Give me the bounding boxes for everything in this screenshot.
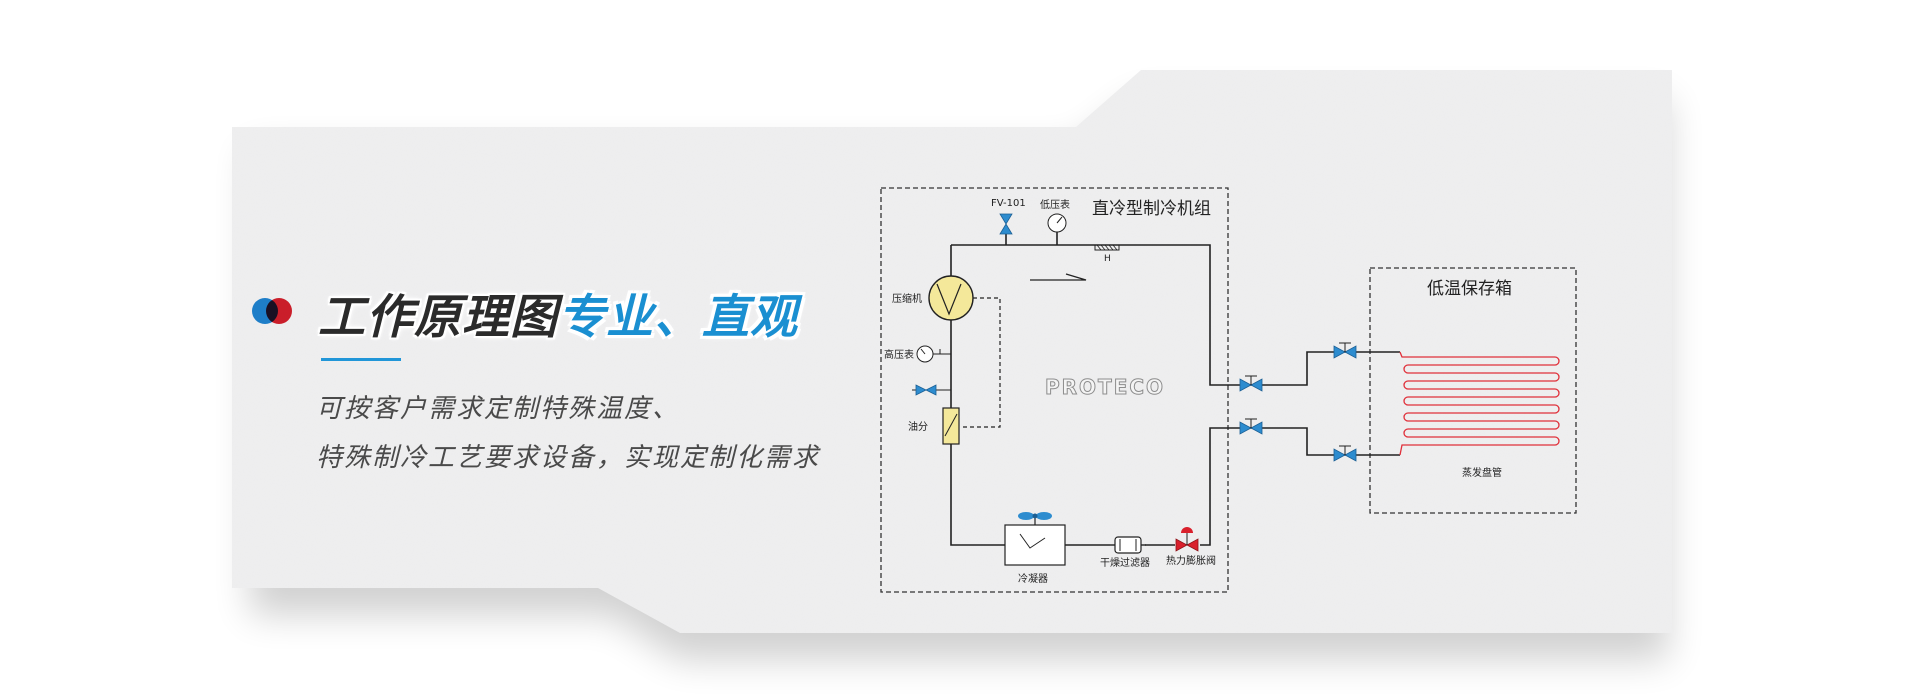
heading-red-dot-icon [266,298,292,324]
low-pressure-gauge-icon [1047,213,1067,233]
outlet-valve-upper-icon [1239,375,1263,392]
low-gauge-label: 低压表 [1040,198,1070,211]
high-pressure-gauge-icon [916,345,951,363]
flow-arrow [1030,273,1087,281]
box-inlet-valve-upper-icon [1333,342,1357,359]
brand-watermark: PROTECO [1045,375,1165,399]
evaporator-coil [1399,351,1560,456]
expansion-valve-label: 热力膨胀阀 [1166,554,1216,567]
title-blue-part: 专业、直观 [558,290,798,345]
fv-label: FV-101 [991,198,1026,209]
evaporator-label: 蒸发盘管 [1462,466,1502,479]
outlet-valve-lower-icon [1239,418,1263,435]
title-dark-part: 工作原理图 [318,290,558,345]
high-gauge-label: 高压表 [884,348,914,361]
description-line-2: 特殊制冷工艺要求设备，实现定制化需求 [316,443,821,473]
unit-boundary [880,187,1229,593]
compressor-icon [928,275,974,321]
expansion-valve-icon [1175,527,1199,552]
description-line-1: 可按客户需求定制特殊温度、 [316,394,681,424]
storage-box-title: 低温保存箱 [1427,279,1512,299]
dryer-filter-icon [1110,536,1146,554]
oil-separator-icon [942,407,960,445]
condenser-label: 冷凝器 [1018,572,1048,585]
condenser-icon [1004,512,1066,566]
storage-box-boundary [1369,267,1577,514]
unit-title: 直冷型制冷机组 [1092,199,1211,219]
dryer-label: 干燥过滤器 [1100,556,1150,569]
h-mark: H [1104,254,1111,264]
page-title: 工作原理图专业、直观 [318,278,798,347]
title-underline [321,358,401,361]
fv-valve-icon [999,213,1013,235]
temperature-sensor [1094,244,1120,251]
box-inlet-valve-lower-icon [1333,445,1357,462]
compressor-label: 压缩机 [892,292,922,305]
liquid-valve-icon [912,384,951,396]
piping [950,232,1400,546]
oil-separator-label: 油分 [908,420,928,433]
